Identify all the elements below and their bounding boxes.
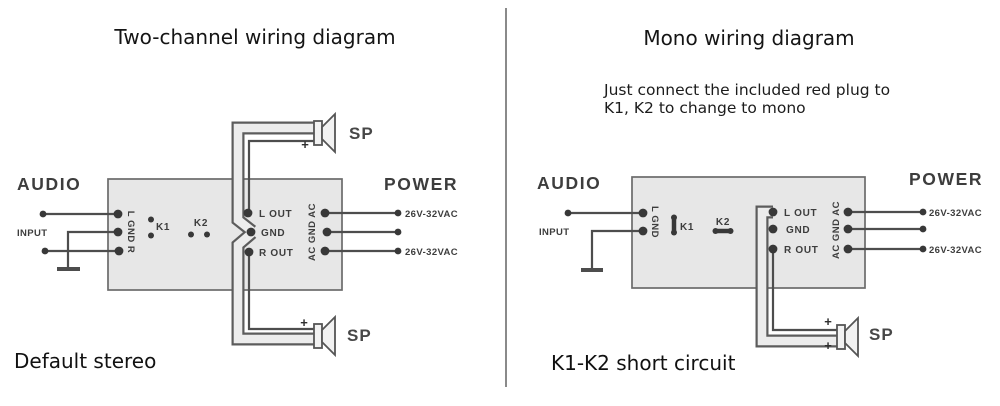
mono-input-pad-column-label: L GND <box>649 206 660 238</box>
stereo-speaker-ribbons <box>231 121 316 346</box>
stereo-audio-label: AUDIO <box>17 174 81 194</box>
stereo-k1-label: K1 <box>156 222 170 233</box>
mono-k2-jumper-shorted <box>712 228 734 234</box>
mono-speaker-plus-top: + <box>824 314 832 329</box>
stereo-input-label: INPUT <box>17 228 48 239</box>
stereo-rout-speaker-wire <box>247 252 316 331</box>
stereo-speaker-top-label: SP <box>349 124 374 143</box>
stereo-terminals <box>39 209 402 255</box>
mono-k1-jumper-shorted <box>671 214 677 236</box>
mono-audio-label: AUDIO <box>537 173 601 193</box>
mono-note-line2: K1, K2 to change to mono <box>604 99 806 117</box>
stereo-k1-jumper <box>148 216 154 239</box>
stereo-board-pads <box>113 208 332 257</box>
mono-caption: K1-K2 short circuit <box>551 351 736 375</box>
stereo-input-gnd-wire <box>66 230 118 268</box>
mono-voltage-top-label: 26V-32VAC <box>929 208 982 219</box>
mono-speaker-plus-bottom: + <box>824 338 832 353</box>
mono-lout-label: L OUT <box>784 208 817 219</box>
stereo-speaker-top-icon <box>313 111 336 155</box>
stereo-amp-board <box>107 178 343 291</box>
stereo-k2-label: K2 <box>194 218 208 229</box>
stereo-panel: Two-channel wiring diagram <box>14 25 458 373</box>
mono-board-pads <box>638 207 853 254</box>
mono-voltage-bottom-label: 26V-32VAC <box>929 245 982 256</box>
mono-input-gnd-wire <box>590 229 643 269</box>
mono-speaker-ribbon <box>755 205 840 348</box>
mono-rout-speaker-wire <box>771 249 840 332</box>
stereo-voltage-bottom-label: 26V-32VAC <box>405 247 458 258</box>
mono-power-label: POWER <box>909 169 983 189</box>
stereo-speaker-bottom-label: SP <box>347 326 372 345</box>
mono-speaker-icon <box>836 315 859 359</box>
stereo-lout-speaker-wire <box>247 139 316 213</box>
stereo-lout-label: L OUT <box>259 209 292 220</box>
mono-wires <box>568 210 923 332</box>
stereo-caption: Default stereo <box>14 349 156 373</box>
mono-speaker-label: SP <box>869 325 894 344</box>
stereo-k2-jumper <box>188 231 210 238</box>
stereo-title: Two-channel wiring diagram <box>113 25 395 49</box>
mono-amp-board <box>631 176 866 289</box>
mono-k2-label: K2 <box>716 217 730 228</box>
stereo-gnd-label: GND <box>261 228 285 239</box>
mono-gnd-label: GND <box>786 225 810 236</box>
mono-input-label: INPUT <box>539 227 570 238</box>
stereo-rout-label: R OUT <box>259 248 294 259</box>
mono-ac-pad-column-label: AC GND AC <box>831 201 842 259</box>
stereo-voltage-top-label: 26V-32VAC <box>405 209 458 220</box>
mono-terminals <box>564 208 927 253</box>
stereo-speaker-bottom-icon <box>313 314 336 358</box>
stereo-speaker-bottom-plus: + <box>300 315 308 330</box>
stereo-speaker-top-plus: + <box>301 137 309 152</box>
stereo-input-pad-column-label: L GND R <box>125 211 136 253</box>
mono-note-line1: Just connect the included red plug to <box>603 81 890 99</box>
mono-title: Mono wiring diagram <box>643 26 854 50</box>
stereo-wires <box>43 139 398 331</box>
mono-panel: Mono wiring diagram Just connect the inc… <box>537 26 983 375</box>
stereo-power-label: POWER <box>384 174 458 194</box>
mono-k1-label: K1 <box>680 222 694 233</box>
mono-rout-label: R OUT <box>784 245 819 256</box>
stereo-ac-pad-column-label: AC GND AC <box>307 203 318 261</box>
